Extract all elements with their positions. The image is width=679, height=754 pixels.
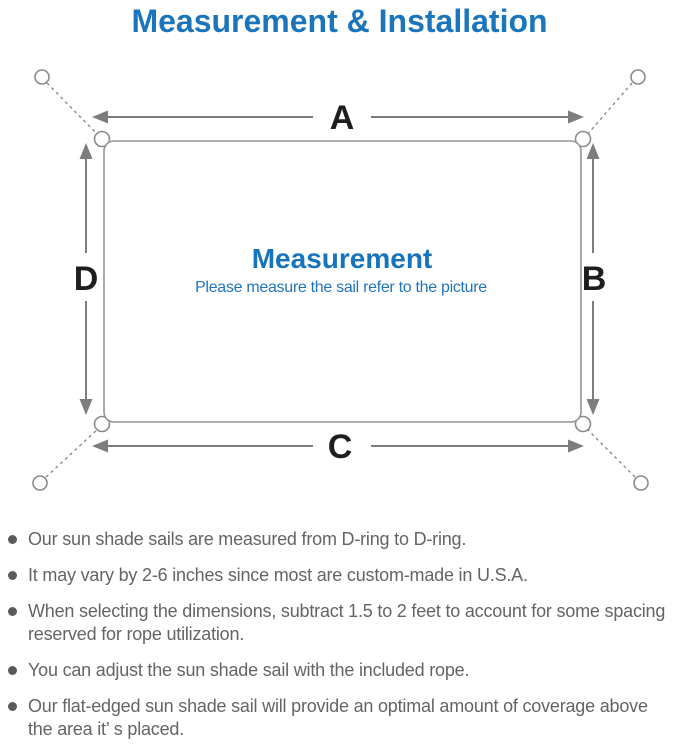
notes-list: Our sun shade sails are measured from D-… bbox=[8, 528, 673, 754]
dimension-arrow-d bbox=[79, 143, 93, 415]
dimension-arrow-b bbox=[586, 143, 600, 415]
tether-line-top-left bbox=[46, 82, 100, 137]
d-ring-bottom-left bbox=[93, 415, 111, 433]
arrowhead-left bbox=[92, 439, 108, 453]
dimension-label-d: D bbox=[74, 260, 99, 298]
bullet-dot bbox=[8, 666, 17, 675]
note-item-5: Our flat-edged sun shade sail will provi… bbox=[8, 695, 673, 741]
note-text: You can adjust the sun shade sail with t… bbox=[28, 660, 470, 680]
bullet-dot bbox=[8, 702, 17, 711]
corner-d-rings bbox=[93, 130, 592, 433]
anchor-ring-bottom-left bbox=[32, 475, 48, 491]
arrowhead-left bbox=[92, 110, 108, 124]
anchor-ring-top-left bbox=[34, 69, 50, 85]
note-item-3: When selecting the dimensions, subtract … bbox=[8, 600, 673, 646]
dimension-arrow-a bbox=[92, 110, 584, 124]
note-text: Our sun shade sails are measured from D-… bbox=[28, 529, 467, 549]
note-text: When selecting the dimensions, subtract … bbox=[28, 601, 666, 644]
tether-lines bbox=[45, 82, 636, 478]
dimension-label-a: A bbox=[330, 99, 355, 137]
arrowhead-up bbox=[79, 143, 93, 159]
arrowhead-down bbox=[79, 399, 93, 415]
diagram-center-subtext: Please measure the sail refer to the pic… bbox=[195, 279, 487, 296]
bullet-dot bbox=[8, 607, 17, 616]
anchor-ring-top-right bbox=[630, 69, 646, 85]
sail-panel bbox=[103, 140, 582, 423]
dimension-label-c: C bbox=[328, 428, 353, 466]
arrowhead-down bbox=[586, 399, 600, 415]
sail-measurement-diagram: A C D B Measurement Please measure the s… bbox=[32, 69, 649, 491]
arrowhead-right bbox=[568, 439, 584, 453]
note-item-1: Our sun shade sails are measured from D-… bbox=[8, 528, 673, 551]
arrowhead-up bbox=[586, 143, 600, 159]
d-ring-top-left bbox=[93, 130, 111, 148]
note-item-4: You can adjust the sun shade sail with t… bbox=[8, 659, 673, 682]
bullet-dot bbox=[8, 535, 17, 544]
tether-line-bottom-right bbox=[585, 427, 636, 478]
note-text: It may vary by 2-6 inches since most are… bbox=[28, 565, 528, 585]
anchor-ring-bottom-right bbox=[633, 475, 649, 491]
bullet-dot bbox=[8, 571, 17, 580]
anchor-rings bbox=[32, 69, 649, 491]
note-text: Our flat-edged sun shade sail will provi… bbox=[28, 696, 648, 739]
d-ring-bottom-right bbox=[574, 415, 592, 433]
dimension-arrow-c bbox=[92, 439, 584, 453]
tether-line-bottom-left bbox=[45, 427, 100, 478]
page-title: Measurement & Installation bbox=[131, 3, 548, 39]
tether-line-top-right bbox=[585, 82, 633, 137]
note-item-2: It may vary by 2-6 inches since most are… bbox=[8, 564, 673, 587]
d-ring-top-right bbox=[574, 130, 592, 148]
diagram-center-heading: Measurement bbox=[252, 243, 433, 274]
dimension-label-b: B bbox=[582, 260, 607, 298]
arrowhead-right bbox=[568, 110, 584, 124]
